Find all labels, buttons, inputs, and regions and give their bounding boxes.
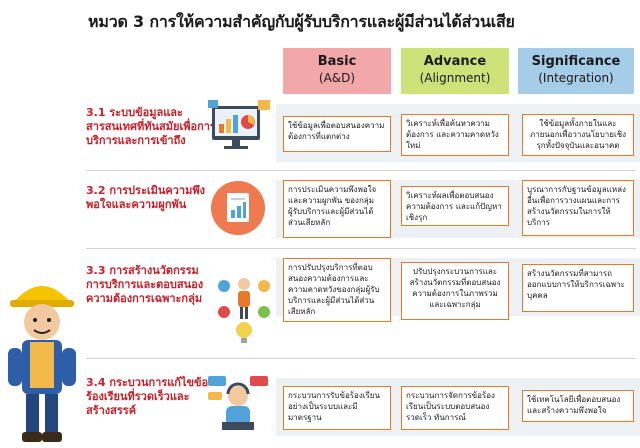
cell-significance-3-2: บูรณาการกับฐานข้อมูลแหล่งอื่นเพื่อการวาง… — [522, 180, 634, 236]
row-label-3-1: 3.1 ระบบข้อมูลและสารสนเทศที่ทันสมัยเพื่อ… — [86, 106, 216, 147]
row-label-3-4: 3.4 กระบวนการแก้ไขข้อร้องเรียนที่รวดเร็ว… — [86, 376, 209, 417]
report-document-icon — [211, 181, 265, 235]
column-header-basic: Basic (A&D) — [283, 48, 391, 94]
cell-advance-3-4: กระบวนการจัดการข้อร้องเรียนเป็นระบบตอบสน… — [401, 386, 509, 430]
row-divider — [86, 248, 636, 249]
cell-basic-3-4: กระบวนการรับข้อร้องเรียนอย่างเป็นระบบและ… — [283, 386, 391, 430]
column-header-sub: (Integration) — [538, 71, 614, 85]
cell-significance-3-3: สร้างนวัตกรรมที่สามารถออกแบบการให้บริการ… — [522, 264, 634, 312]
column-header-significance: Significance (Integration) — [518, 48, 634, 94]
engineer-mascot-icon — [8, 286, 76, 442]
cell-advance-3-1: วิเคราะห์เพื่อค้นหาความต้องการ และความคา… — [401, 114, 509, 156]
innovation-person-icon — [218, 278, 270, 343]
column-header-advance: Advance (Alignment) — [401, 48, 509, 94]
column-header-label: Significance — [531, 54, 621, 69]
cell-significance-3-4: ใช้เทคโนโลยีเพื่อตอบสนองและสร้างความพึงพ… — [522, 390, 634, 422]
row-divider — [86, 358, 636, 359]
computer-analytics-icon — [208, 100, 270, 149]
cell-advance-3-2: วิเคราะห์ผลเพื่อตอบสนองความต้องการ และแก… — [401, 186, 509, 226]
cell-significance-3-1: ใช้ข้อมูลทั้งภายในและภายนอกเพื่อวางนโยบา… — [522, 114, 634, 156]
column-header-label: Advance — [423, 54, 487, 69]
cell-basic-3-3: การปรับปรุงบริการที่ตอบสนองความต้องการแล… — [283, 258, 391, 322]
row-label-3-3: 3.3 การสร้างนวัตกรรมการบริการและตอบสนองค… — [86, 264, 204, 305]
column-header-sub: (Alignment) — [419, 71, 491, 85]
row-divider — [86, 170, 636, 171]
column-header-label: Basic — [317, 54, 357, 69]
cell-basic-3-1: ใช้ข้อมูลเพื่อตอบสนองความต้องการที่แตกต่… — [283, 116, 391, 152]
column-header-sub: (A&D) — [318, 71, 356, 85]
call-center-agent-icon — [208, 376, 268, 430]
cell-basic-3-2: การประเมินความพึงพอใจและความผูกพัน ของกล… — [283, 180, 391, 238]
page-title: หมวด 3 การให้ความสำคัญกับผู้รับบริการและ… — [88, 12, 515, 31]
cell-advance-3-3: ปรับปรุงกระบวนการและสร้างนวัตกรรมที่ตอบส… — [401, 262, 509, 320]
row-label-3-2: 3.2 การประเมินความพึงพอใจและความผูกพัน — [86, 184, 205, 211]
